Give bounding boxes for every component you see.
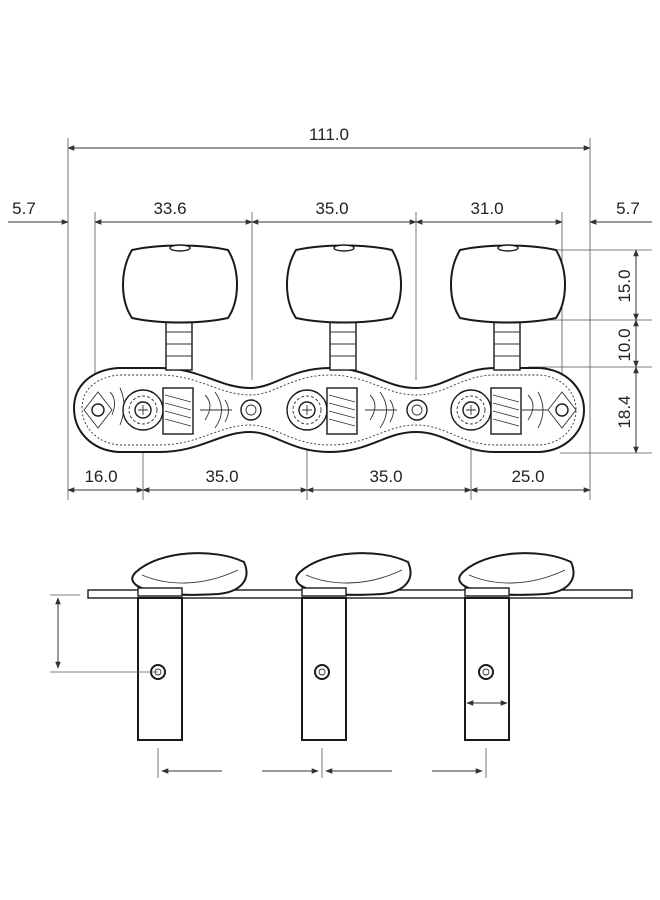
dim-overall-width: 111.0 bbox=[309, 125, 349, 144]
tuning-key-2 bbox=[286, 244, 402, 371]
dim-bottom-2: 35.0 bbox=[205, 467, 238, 486]
gear-assembly-3 bbox=[450, 387, 522, 435]
dim-button-height: 15.0 bbox=[615, 269, 634, 302]
dim-spacing-1: 33.6 bbox=[153, 199, 186, 218]
tuning-key-1 bbox=[122, 244, 238, 371]
dim-left-margin: 5.7 bbox=[12, 199, 36, 218]
mounting-hole-left bbox=[83, 391, 113, 429]
side-button-3 bbox=[458, 552, 575, 596]
dim-plate-height: 18.4 bbox=[615, 395, 634, 428]
dim-spacing-2: 35.0 bbox=[315, 199, 348, 218]
leaf-ornament bbox=[109, 387, 548, 429]
dim-bottom-1: 16.0 bbox=[84, 467, 117, 486]
tuner-side-view bbox=[87, 552, 633, 741]
gear-assembly-1 bbox=[122, 387, 194, 435]
side-button-1 bbox=[131, 552, 248, 596]
side-button-2 bbox=[295, 552, 412, 596]
dimension-lines-side bbox=[50, 594, 508, 778]
dim-right-margin: 5.7 bbox=[616, 199, 640, 218]
dim-spacing-3: 31.0 bbox=[470, 199, 503, 218]
dimension-labels-top: 111.0 5.7 33.6 35.0 31.0 5.7 15.0 10.0 1… bbox=[12, 125, 640, 486]
mounting-hole-mid-2 bbox=[406, 399, 428, 421]
mounting-hole-mid-1 bbox=[240, 399, 262, 421]
mounting-hole-right bbox=[547, 391, 577, 429]
tuning-key-3 bbox=[450, 244, 566, 371]
dim-shaft-height: 10.0 bbox=[615, 328, 634, 361]
dim-bottom-3: 35.0 bbox=[369, 467, 402, 486]
dim-bottom-4: 25.0 bbox=[511, 467, 544, 486]
gear-assembly-2 bbox=[286, 387, 358, 435]
dimension-lines-top bbox=[8, 138, 652, 500]
